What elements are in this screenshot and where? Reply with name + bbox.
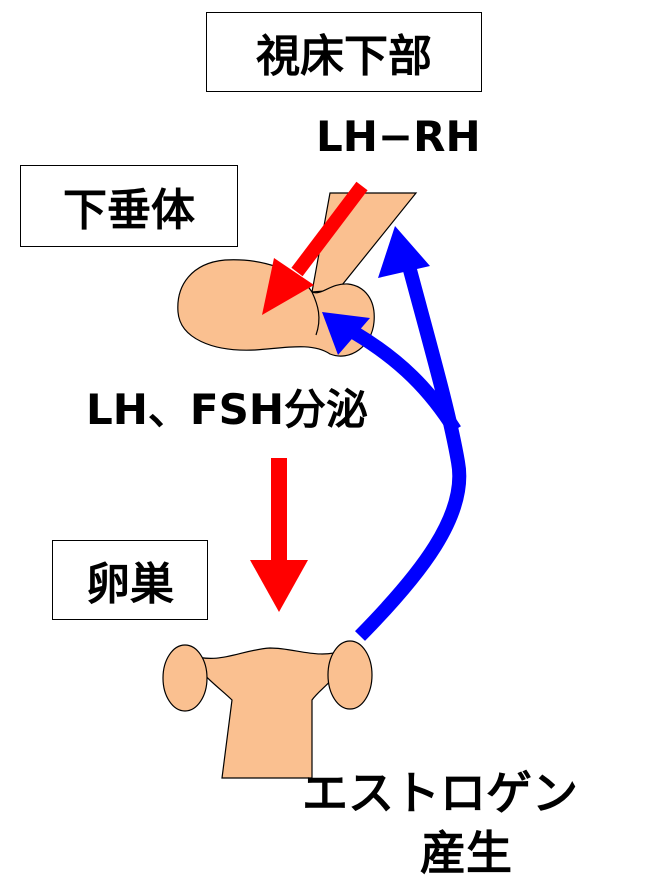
pituitary-label: 下垂体 bbox=[20, 165, 238, 247]
ovary-left bbox=[163, 645, 207, 711]
feedback-arrow-curve bbox=[360, 270, 459, 636]
ovary-right bbox=[328, 641, 372, 709]
hypothalamus-label: 視床下部 bbox=[206, 12, 482, 92]
lh-fsh-secretion-label: LH、FSH分泌 bbox=[86, 376, 368, 437]
ovary-label: 卵巣 bbox=[52, 540, 208, 620]
feedback-arrow-head-hypothalamus bbox=[378, 226, 430, 278]
lh-fsh-arrow-head bbox=[250, 560, 308, 612]
estrogen-label-line1: エストロゲン bbox=[302, 757, 578, 823]
lhrh-label: LH−RH bbox=[316, 112, 481, 161]
estrogen-label-line2: 産生 bbox=[420, 817, 512, 883]
